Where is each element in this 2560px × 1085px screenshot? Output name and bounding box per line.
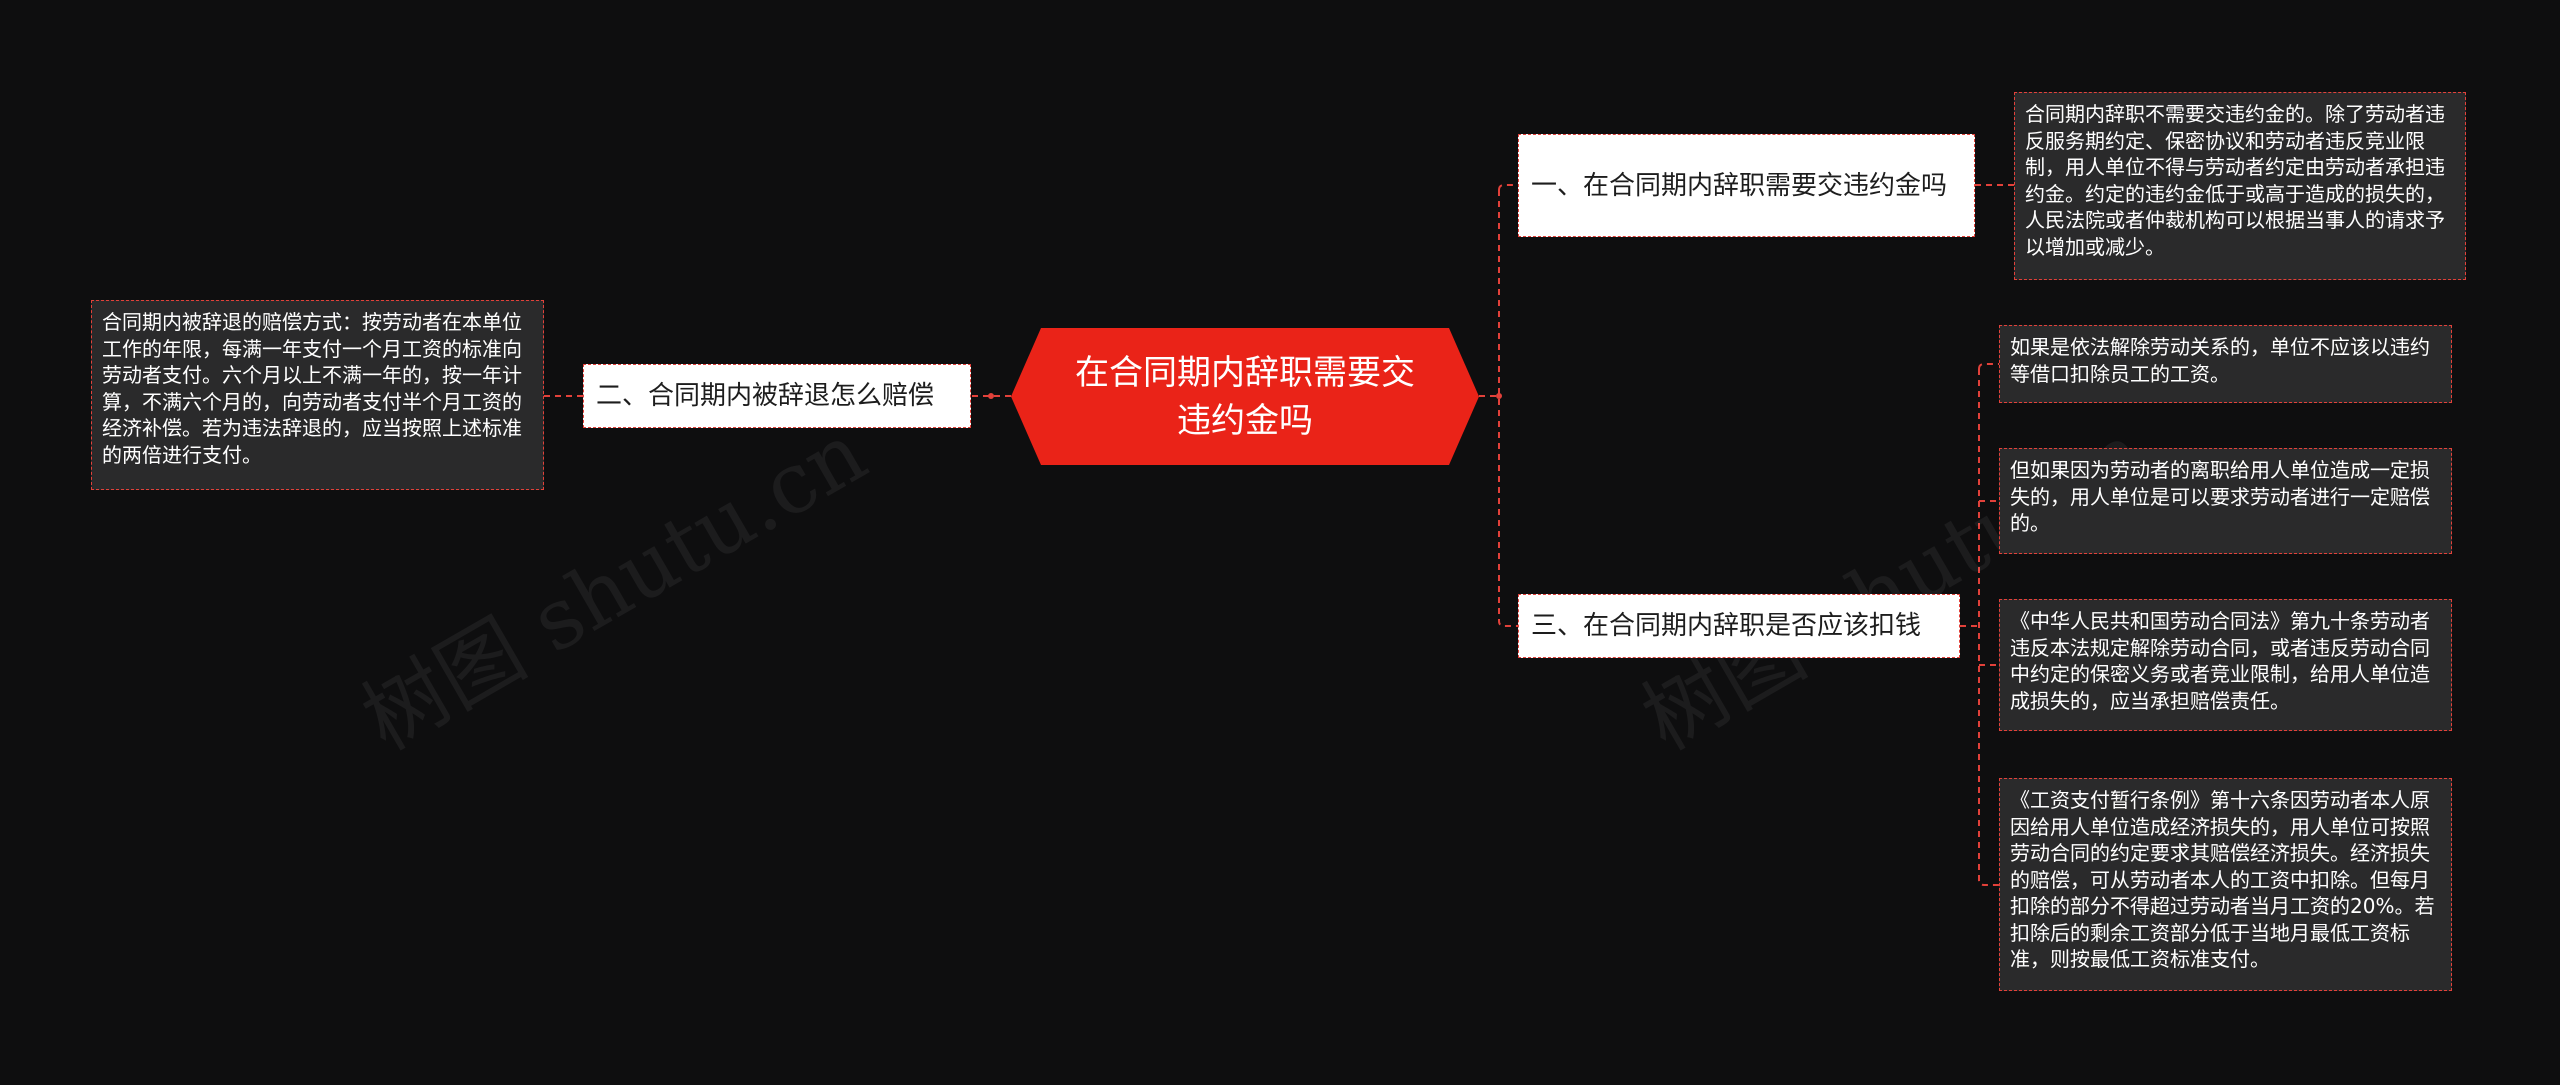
branch-topic-2[interactable]: 二、合同期内被辞退怎么赔偿 [583,364,971,428]
branch-topic-3[interactable]: 三、在合同期内辞职是否应该扣钱 [1518,594,1960,658]
leaf-topic-2-1[interactable]: 合同期内被辞退的赔偿方式：按劳动者在本单位工作的年限，每满一年支付一个月工资的标… [91,300,544,490]
leaf-topic-3-4[interactable]: 《工资支付暂行条例》第十六条因劳动者本人原因给用人单位造成经济损失的，用人单位可… [1999,778,2452,991]
branch-topic-label: 一、在合同期内辞职需要交违约金吗 [1531,170,1948,201]
connector-right-spine [1498,184,1518,627]
leaf-topic-text: 《工资支付暂行条例》第十六条因劳动者本人原因给用人单位造成经济损失的，用人单位可… [2010,788,2435,971]
leaf-topic-3-2[interactable]: 但如果因为劳动者的离职给用人单位造成一定损失的，用人单位是可以要求劳动者进行一定… [1999,448,2452,554]
leaf-topic-text: 合同期内辞职不需要交违约金的。除了劳动者违反服务期约定、保密协议和劳动者违反竞业… [2025,102,2445,259]
leaf-topic-text: 如果是依法解除劳动关系的，单位不应该以违约等借口扣除员工的工资。 [2010,335,2430,386]
leaf-topic-3-1[interactable]: 如果是依法解除劳动关系的，单位不应该以违约等借口扣除员工的工资。 [1999,325,2452,403]
connector-b3-leaves-spine [1978,363,1999,886]
branch-topic-label: 二、合同期内被辞退怎么赔偿 [596,381,935,411]
root-topic-label: 在合同期内辞职需要交违约金吗 [1075,352,1415,441]
branch-topic-label: 三、在合同期内辞职是否应该扣钱 [1531,611,1922,641]
leaf-topic-text: 《中华人民共和国劳动合同法》第九十条劳动者违反本法规定解除劳动合同，或者违反劳动… [2010,609,2430,713]
branch-topic-1[interactable]: 一、在合同期内辞职需要交违约金吗 [1518,134,1975,237]
leaf-topic-text: 但如果因为劳动者的离职给用人单位造成一定损失的，用人单位是可以要求劳动者进行一定… [2010,458,2430,535]
leaf-topic-1-1[interactable]: 合同期内辞职不需要交违约金的。除了劳动者违反服务期约定、保密协议和劳动者违反竞业… [2014,92,2466,280]
leaf-topic-text: 合同期内被辞退的赔偿方式：按劳动者在本单位工作的年限，每满一年支付一个月工资的标… [102,310,522,467]
root-topic[interactable]: 在合同期内辞职需要交违约金吗 [1011,328,1479,465]
leaf-topic-3-3[interactable]: 《中华人民共和国劳动合同法》第九十条劳动者违反本法规定解除劳动合同，或者违反劳动… [1999,599,2452,731]
